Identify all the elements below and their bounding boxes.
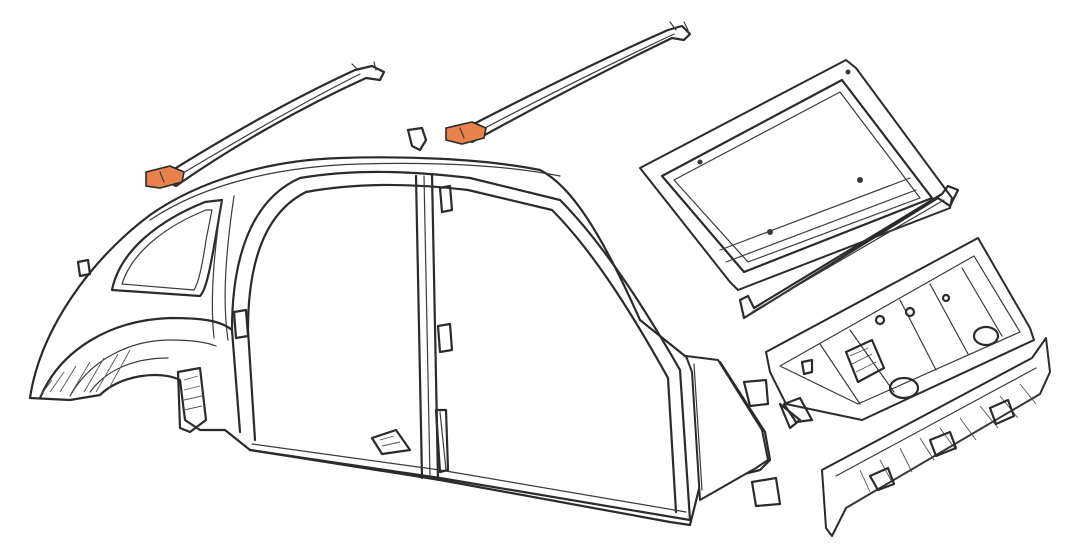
windscreen-frame-panel (639, 59, 953, 291)
rear-bracket-shape (145, 165, 185, 189)
roof-rail-front-bracket (445, 121, 487, 145)
bulkhead-panel (765, 237, 1035, 421)
roof-rail-rear-bracket (145, 165, 185, 189)
roof-rail-rear (158, 61, 386, 188)
front-bracket-shape (445, 121, 487, 145)
roof-clip-bracket (406, 126, 428, 152)
dashboard-crossmember (738, 184, 960, 320)
a-pillar-side-panel (685, 355, 802, 508)
roof-rail-front (456, 21, 692, 144)
front-lower-panel (782, 337, 1051, 537)
body-side-shell (28, 156, 772, 527)
